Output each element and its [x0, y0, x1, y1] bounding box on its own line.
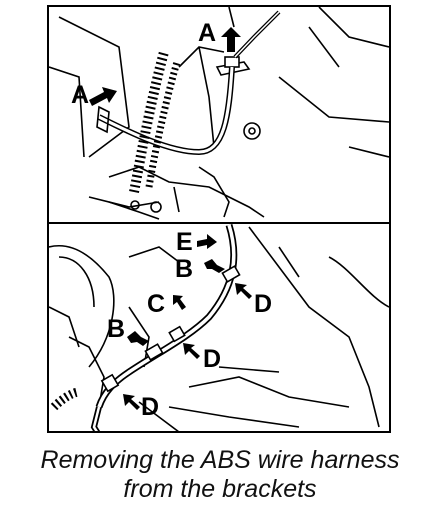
arrow-c	[173, 295, 186, 310]
caption-line-2: from the brackets	[123, 475, 317, 503]
arrow-e	[197, 234, 217, 249]
callout-e: E	[176, 228, 193, 256]
arrow-d-middle	[183, 343, 200, 359]
arrow-b-lower	[127, 331, 149, 346]
callout-a-left: A	[71, 81, 89, 109]
figure-caption: Removing the ABS wire harness from the b…	[0, 446, 440, 504]
arrow-d-lower	[123, 394, 140, 410]
callout-b-upper: B	[175, 255, 193, 283]
callout-d-upper: D	[254, 290, 272, 318]
arrow-a-top	[221, 27, 241, 52]
caption-line-1: Removing the ABS wire harness	[40, 446, 400, 474]
bottom-panel-drawing	[49, 223, 389, 431]
callout-d-lower: D	[141, 393, 159, 421]
callout-d-middle: D	[203, 345, 221, 373]
callout-b-lower: B	[107, 315, 125, 343]
callout-a-top: A	[198, 19, 216, 47]
arrow-d-upper	[235, 283, 252, 299]
top-panel-drawing	[49, 7, 389, 220]
arrow-a-left	[89, 87, 117, 106]
callout-c: C	[147, 290, 165, 318]
arrow-b-upper	[204, 259, 225, 273]
abs-harness-illustration: A A E B C D B D D	[47, 5, 391, 433]
